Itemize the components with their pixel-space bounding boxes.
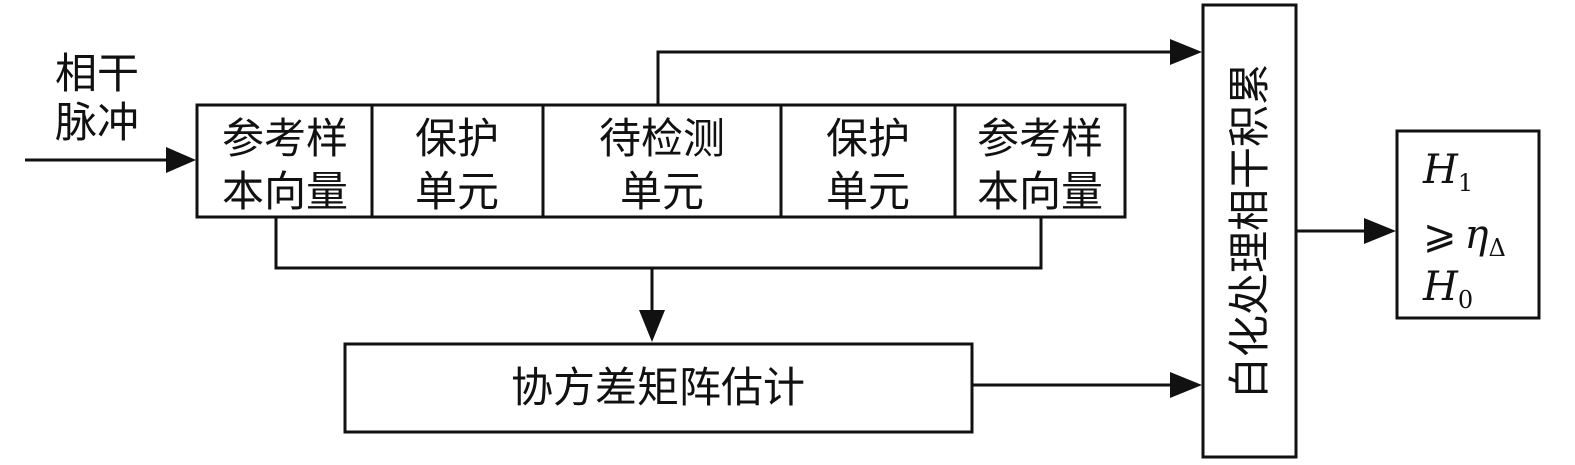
input-arrow: [25, 147, 196, 173]
decision-connector: [1296, 218, 1396, 244]
reference-cell-right-line1: 参考样: [977, 114, 1103, 163]
data-window-frame: [195, 103, 1127, 219]
whitening-label: 白化处理相干积累: [1225, 63, 1274, 399]
decision-block: [1395, 129, 1541, 320]
guard-cell-right-line2: 单元: [826, 167, 910, 216]
guard-cell-left-line1: 保护: [415, 114, 499, 163]
data-window: 参考样 本向量 保护 单元 待检测 单元 保护 单元 参考样 本向量: [195, 103, 1127, 219]
guard-cell-left-line2: 单元: [415, 167, 499, 216]
covariance-block: [343, 342, 974, 434]
decision-rule: ⩾ηΔ: [1423, 212, 1506, 262]
hypothesis-h0: H0: [1422, 264, 1473, 314]
input-label-line1: 相干: [55, 49, 139, 98]
hypothesis-h1: H1: [1422, 147, 1473, 197]
covariance-connector: [972, 372, 1202, 398]
reference-cell-left-line2: 本向量: [222, 167, 348, 216]
reference-cell-left-line1: 参考样: [222, 114, 348, 163]
test-cell-connector: [656, 39, 1202, 105]
input-label-line2: 脉冲: [55, 98, 139, 147]
covariance-label: 协方差矩阵估计: [511, 363, 805, 412]
test-cell-line1: 待检测: [599, 114, 725, 163]
test-cell-line2: 单元: [620, 167, 704, 216]
reference-connector: [274, 217, 1043, 342]
guard-cell-right-line1: 保护: [826, 114, 910, 163]
reference-cell-right-line2: 本向量: [977, 167, 1103, 216]
